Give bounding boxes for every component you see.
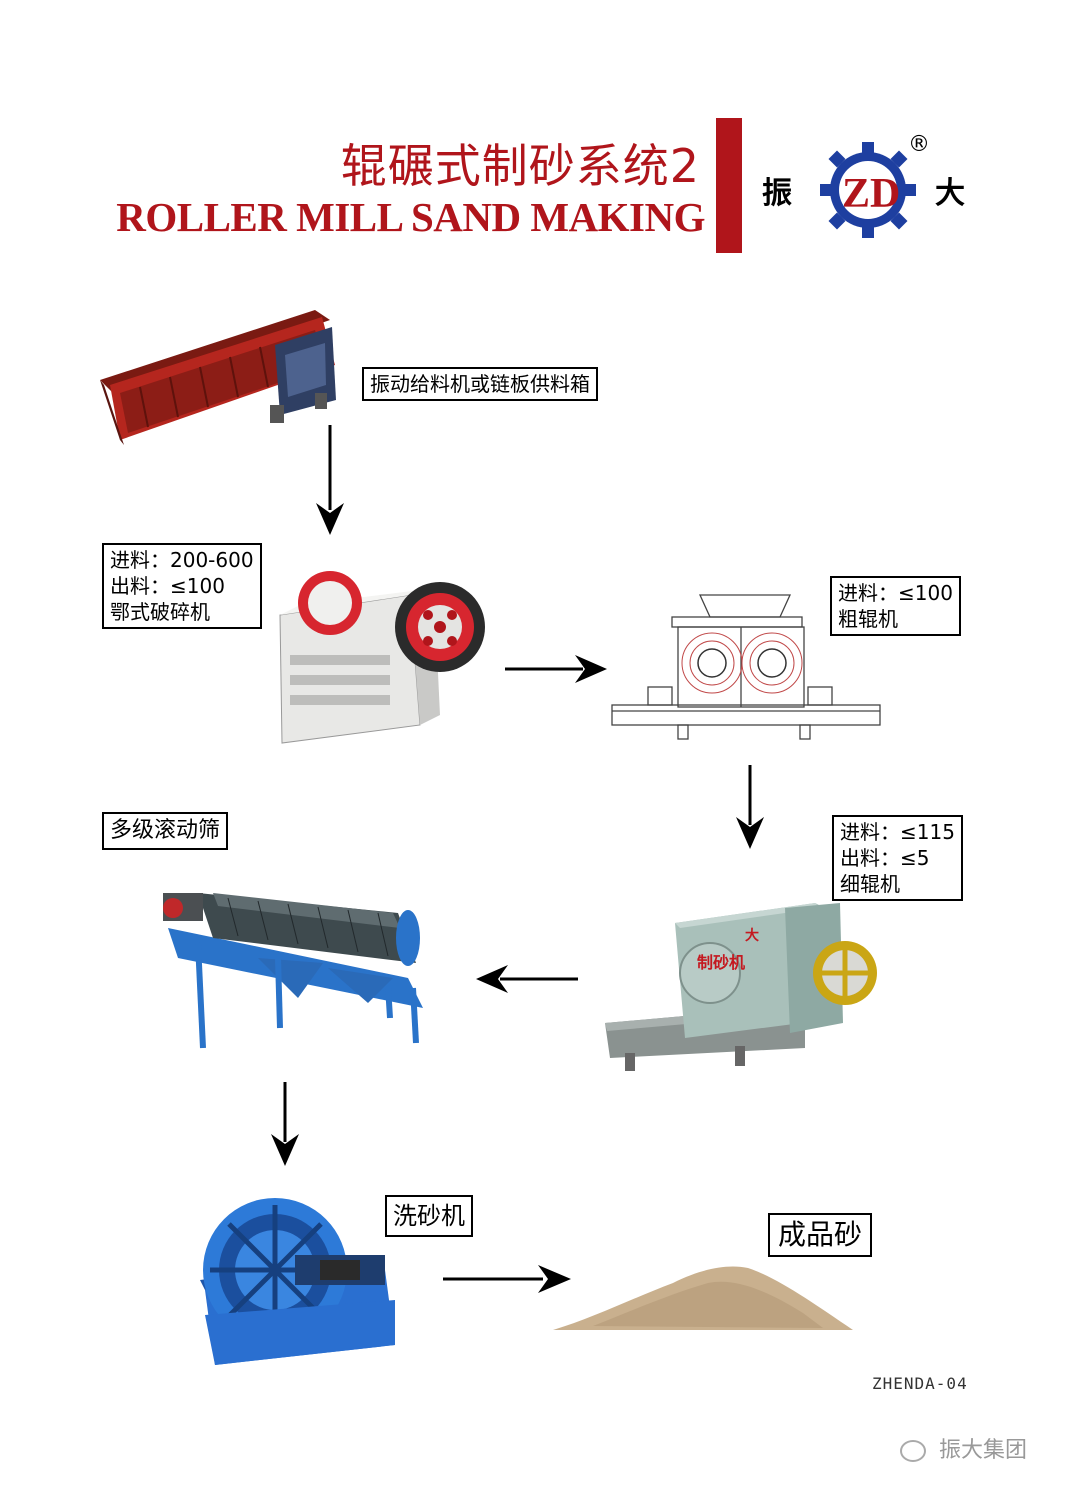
- registered-mark: ®: [908, 132, 930, 157]
- watermark-text: 振大集团: [939, 1438, 1028, 1463]
- coarse-roller-drawing: [611, 594, 881, 740]
- trommel-screen-image: [163, 893, 423, 1049]
- product-label: 成品砂: [768, 1213, 873, 1257]
- fine-roller-name: 细辊机: [840, 872, 900, 896]
- brand-char-right: 大: [935, 176, 965, 211]
- fine-roller-image: 大 制砂机: [605, 903, 877, 1071]
- feeder-label: 振动给料机或链板供料箱: [362, 367, 598, 401]
- fine-roller-label: 进料：≤115 出料：≤5 细辊机: [832, 815, 963, 901]
- sand-pile-image: [553, 1266, 853, 1330]
- jaw-crusher-image: [279, 571, 485, 744]
- machine-text-brand: 制砂机: [697, 953, 745, 972]
- page-code: ZHENDA-04: [872, 1374, 968, 1393]
- brand-logo: 振 ZD ® 大: [760, 130, 980, 240]
- fine-roller-output: 出料：≤5: [840, 846, 930, 870]
- trommel-label-text: 多级滚动筛: [110, 818, 221, 843]
- jaw-crusher-name: 鄂式破碎机: [110, 600, 210, 624]
- page-title-en: ROLLER MILL SAND MAKING: [116, 194, 705, 240]
- product-label-text: 成品砂: [778, 1218, 863, 1251]
- feeder-label-text: 振动给料机或链板供料箱: [370, 372, 590, 396]
- arrow-down-icon: [316, 425, 344, 535]
- machine-text-top: 大: [745, 927, 759, 944]
- page-title-cn: 辊碾式制砂系统2: [340, 139, 700, 193]
- brand-char-left: 振: [762, 176, 792, 211]
- wechat-icon: [900, 1440, 926, 1462]
- arrow-down-icon: [271, 1082, 299, 1166]
- sand-washer-image: [200, 1198, 395, 1365]
- coarse-roller-name: 粗辊机: [838, 607, 898, 631]
- fine-roller-feed: 进料：≤115: [840, 820, 955, 844]
- washer-label-text: 洗砂机: [393, 1202, 465, 1230]
- arrow-left-icon: [476, 965, 578, 993]
- jaw-crusher-feed: 进料：200-600: [110, 548, 254, 572]
- watermark: 振大集团: [900, 1432, 1027, 1464]
- coarse-roller-feed: 进料：≤100: [838, 581, 953, 605]
- arrow-down-icon: [736, 765, 764, 849]
- trommel-label: 多级滚动筛: [102, 812, 229, 850]
- jaw-crusher-label: 进料：200-600 出料：≤100 鄂式破碎机: [102, 543, 262, 629]
- logo-letters: ZD: [842, 171, 901, 217]
- vibrating-feeder-image: [100, 310, 336, 445]
- arrow-right-icon: [443, 1265, 571, 1293]
- coarse-roller-label: 进料：≤100 粗辊机: [830, 576, 961, 636]
- title-divider-bar: [716, 118, 742, 253]
- arrow-right-icon: [505, 655, 607, 683]
- washer-label: 洗砂机: [385, 1195, 473, 1237]
- gear-logo-icon: [820, 142, 916, 238]
- jaw-crusher-output: 出料：≤100: [110, 574, 225, 598]
